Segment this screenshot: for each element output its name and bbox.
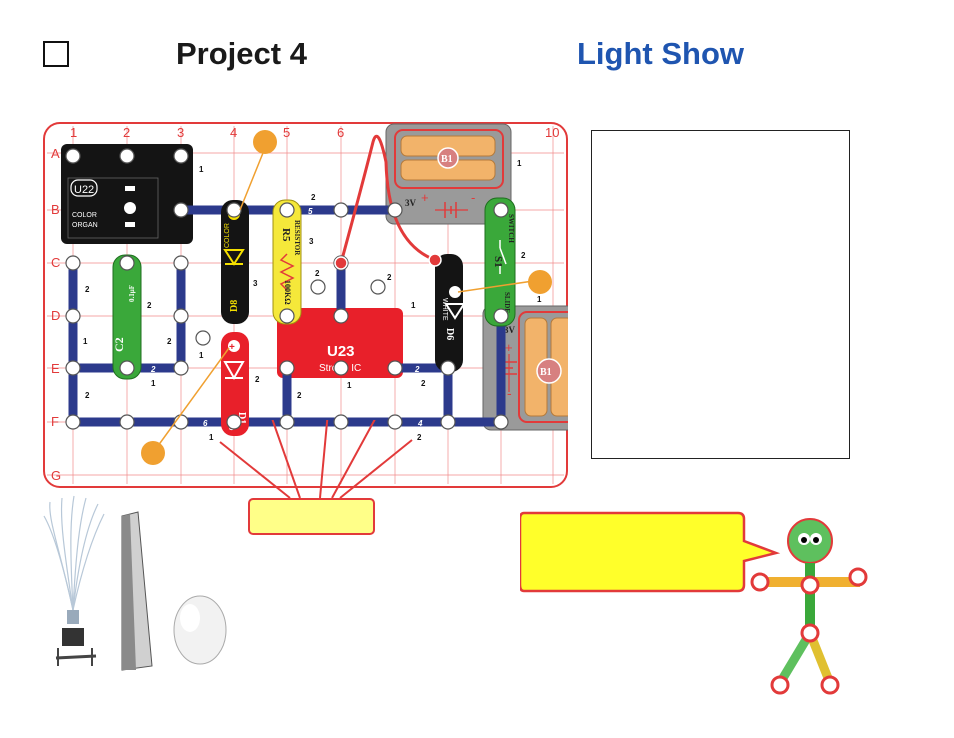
wire-label-6: 6 bbox=[203, 419, 208, 428]
col-label-5: 5 bbox=[283, 125, 290, 140]
level-num: 1 bbox=[347, 381, 352, 390]
circuit-diagram: 1 2 3 4 5 6 10 A B C D E F G U22 COLOR O… bbox=[43, 122, 568, 488]
egg-icon bbox=[173, 595, 227, 665]
d6-name: WHITE bbox=[441, 298, 448, 321]
level-num: 1 bbox=[411, 301, 416, 310]
level-num: 2 bbox=[417, 433, 422, 442]
c2-value: 0.1μF bbox=[128, 285, 136, 302]
project-checkbox[interactable] bbox=[43, 41, 69, 67]
marker-2 bbox=[528, 270, 552, 294]
led-d8: + D8 COLOR bbox=[221, 200, 249, 324]
mascot-icon bbox=[750, 518, 868, 695]
project-title: Light Show bbox=[577, 36, 745, 71]
level-num: 3 bbox=[253, 279, 258, 288]
level-num: 1 bbox=[199, 165, 204, 174]
snap-posts bbox=[65, 148, 509, 430]
row-label-g: G bbox=[51, 468, 61, 483]
b1-top-label: B1 bbox=[441, 154, 453, 165]
u22-line1: COLOR bbox=[72, 212, 97, 219]
fiber-base-icon bbox=[67, 610, 79, 624]
level-num: 2 bbox=[297, 391, 302, 400]
b1-top-minus: - bbox=[471, 190, 475, 205]
d1-label: D1 bbox=[236, 412, 247, 424]
wire-label-5: 5 bbox=[308, 207, 313, 216]
r5-label: R5 bbox=[280, 228, 292, 242]
capacitor-c2: C2 0.1μF bbox=[112, 254, 142, 380]
row-label-c: C bbox=[51, 255, 60, 270]
level-num: 2 bbox=[255, 375, 260, 384]
col-label-1: 1 bbox=[70, 125, 77, 140]
level-num: 1 bbox=[537, 295, 542, 304]
switch-s1: SWITCH S1 SLIDE bbox=[484, 197, 516, 327]
level-num: 2 bbox=[85, 285, 90, 294]
u22-line2: ORGAN bbox=[72, 222, 98, 229]
level-num: 1 bbox=[517, 159, 522, 168]
wire-label-4: 4 bbox=[417, 419, 423, 428]
col-label-4: 4 bbox=[230, 125, 237, 140]
accessories-illustration bbox=[43, 495, 227, 671]
wire-label-2b: 2 bbox=[414, 365, 420, 374]
level-num: 2 bbox=[521, 251, 526, 260]
col-label-2: 2 bbox=[123, 125, 130, 140]
mascot-illustration bbox=[520, 511, 868, 695]
red-jumper-wire bbox=[339, 134, 436, 264]
callout-arrows bbox=[219, 420, 413, 499]
instruction-panel bbox=[591, 130, 850, 459]
b1-right-label: B1 bbox=[540, 367, 552, 378]
b1-right-voltage: 3V bbox=[504, 325, 516, 335]
level-num: 1 bbox=[83, 337, 88, 346]
level-num: 2 bbox=[147, 301, 152, 310]
row-label-e: E bbox=[51, 361, 60, 376]
battery-b1-top: B1 3V + - bbox=[385, 123, 512, 225]
b1-right-plus: + bbox=[505, 340, 513, 355]
r5-name: RESISTOR bbox=[293, 220, 301, 256]
level-num: 2 bbox=[421, 379, 426, 388]
level-num: 2 bbox=[315, 269, 320, 278]
d8-label: D8 bbox=[229, 300, 240, 312]
d6-label: D6 bbox=[444, 328, 455, 340]
s1-name: SWITCH bbox=[507, 214, 515, 243]
level-num: 1 bbox=[209, 433, 214, 442]
row-label-b: B bbox=[51, 202, 60, 217]
u22-color-organ: U22 COLOR ORGAN bbox=[61, 144, 193, 244]
level-num: 2 bbox=[311, 193, 316, 202]
col-label-3: 3 bbox=[177, 125, 184, 140]
s1-sub: SLIDE bbox=[503, 292, 511, 313]
r5-value: 100KΩ bbox=[283, 280, 292, 305]
row-label-f: F bbox=[51, 414, 59, 429]
b1-right-minus: - bbox=[507, 385, 512, 401]
fiber-optic-tree-icon bbox=[43, 495, 105, 611]
level-num: 2 bbox=[387, 273, 392, 282]
marker-3 bbox=[141, 441, 165, 465]
c2-label: C2 bbox=[112, 337, 126, 352]
callout-box-board bbox=[248, 498, 375, 535]
row-label-d: D bbox=[51, 308, 60, 323]
svg-text:+: + bbox=[229, 342, 235, 353]
row-label-a: A bbox=[51, 146, 60, 161]
marker-1 bbox=[253, 130, 277, 154]
level-num: 1 bbox=[151, 379, 156, 388]
level-num: 1 bbox=[199, 351, 204, 360]
col-label-6: 6 bbox=[337, 125, 344, 140]
level-num: 2 bbox=[167, 337, 172, 346]
led-d6: WHITE D6 bbox=[435, 254, 466, 372]
u23-label: U23 bbox=[327, 343, 355, 360]
col-label-10: 10 bbox=[545, 125, 559, 140]
b1-top-voltage: 3V bbox=[405, 198, 417, 208]
u22-label: U22 bbox=[74, 184, 94, 196]
s1-label: S1 bbox=[492, 256, 504, 268]
level-num: 3 bbox=[309, 237, 314, 246]
d8-name: COLOR bbox=[224, 223, 231, 248]
level-num: 2 bbox=[85, 391, 90, 400]
orange-markers bbox=[141, 130, 552, 465]
wire-label-2: 2 bbox=[150, 365, 156, 374]
speech-bubble bbox=[520, 511, 781, 593]
project-number: Project 4 bbox=[176, 36, 307, 71]
b1-top-plus: + bbox=[421, 190, 429, 205]
resistor-r5: R5 RESISTOR 100KΩ bbox=[272, 199, 302, 325]
